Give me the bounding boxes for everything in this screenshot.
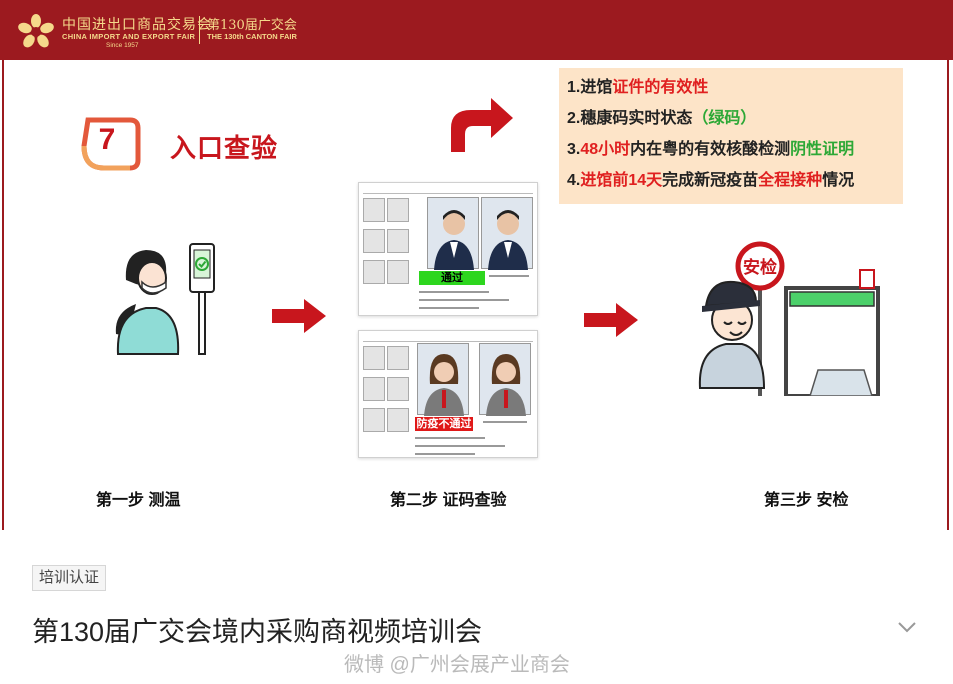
chevron-down-icon[interactable] xyxy=(896,619,918,635)
live-photo xyxy=(481,197,533,270)
id-photo xyxy=(427,197,479,270)
canton-fair-logo-icon xyxy=(18,14,54,48)
security-check-illustration: 安检 xyxy=(698,241,880,396)
fail-banner: 防疫不通过 xyxy=(415,417,473,431)
svg-text:安检: 安检 xyxy=(743,257,777,278)
doc-header xyxy=(363,334,533,342)
pass-banner: 通过 xyxy=(419,271,485,285)
doc-thumbnails xyxy=(362,345,412,438)
slide-banner: 中国进出口商品交易会 CHINA IMPORT AND EXPORT FAIR … xyxy=(0,0,953,60)
fair-since: Since 1957 xyxy=(106,42,139,49)
post-title: 第130届广交会境内采购商视频培训会 xyxy=(32,617,483,647)
watermark: 微博 @广州会展产业商会 xyxy=(344,654,570,676)
step-number: 7 xyxy=(98,123,116,156)
banner-divider xyxy=(199,16,200,44)
verification-doc-fail: 防疫不通过 xyxy=(358,330,538,458)
live-photo xyxy=(479,343,531,416)
step-label-2: 第二步 证码查验 xyxy=(390,492,507,509)
doc-thumbnails xyxy=(362,197,412,290)
fair-name-cn: 中国进出口商品交易会 xyxy=(62,17,212,33)
requirements-box: 1.进馆证件的有效性 2.穗康码实时状态（绿码） 3.48小时内在粤的有效核酸检… xyxy=(559,68,903,204)
step-arrow-icon xyxy=(272,299,326,333)
requirement-item: 3.48小时内在粤的有效核酸检测阴性证明 xyxy=(567,141,855,158)
session-name-en: THE 130th CANTON FAIR xyxy=(207,32,297,41)
video-slide[interactable]: 中国进出口商品交易会 CHINA IMPORT AND EXPORT FAIR … xyxy=(0,0,953,530)
requirement-item: 2.穗康码实时状态（绿码） xyxy=(567,110,757,127)
session-name-cn: 第130届广交会 xyxy=(207,18,297,33)
temperature-check-illustration xyxy=(115,243,215,355)
step-label-3: 第三步 安检 xyxy=(764,492,849,509)
requirement-item: 4.进馆前14天完成新冠疫苗全程接种情况 xyxy=(567,172,855,189)
section-title: 入口查验 xyxy=(170,133,279,163)
step-badge-icon xyxy=(81,117,141,171)
doc-header xyxy=(363,186,533,194)
fair-name-en: CHINA IMPORT AND EXPORT FAIR xyxy=(62,32,196,41)
step-arrow-icon xyxy=(584,303,638,337)
curved-arrow-icon xyxy=(451,98,513,152)
id-photo xyxy=(417,343,469,416)
slide-frame xyxy=(2,60,949,530)
verification-doc-pass: 通过 xyxy=(358,182,538,316)
requirement-item: 1.进馆证件的有效性 xyxy=(567,79,709,96)
step-label-1: 第一步 测温 xyxy=(96,492,181,509)
category-tag[interactable]: 培训认证 xyxy=(32,565,107,591)
